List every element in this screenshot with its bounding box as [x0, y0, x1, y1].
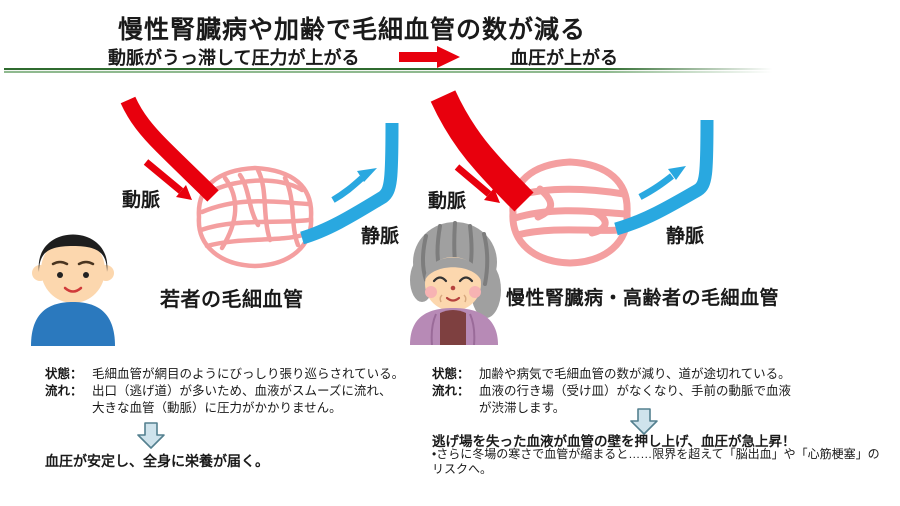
left-flow-text: 出口（逃げ道）が多いため、血液がスムーズに流れ、 大きな血管（動脈）に圧力がかか…: [92, 383, 392, 417]
right-vein-label: 静脈: [666, 226, 705, 247]
right-flow-text: 血液の行き場（受け皿）がなくなり、手前の動脈で血液 が渋滞します。: [479, 383, 791, 417]
right-vessel-diagram: [420, 90, 730, 280]
vein-flow-arrow-icon: [331, 168, 377, 203]
left-artery-label: 動脈: [122, 190, 161, 211]
sparse-capillary-mesh-icon: [509, 158, 631, 267]
dense-capillary-mesh-icon: [196, 165, 314, 269]
left-flow-line2: 大きな血管（動脈）に圧力がかかりません。: [92, 401, 342, 415]
artery-flow-arrow-icon: [454, 164, 500, 203]
left-caption: 若者の毛細血管: [160, 289, 304, 311]
left-vessel-diagram: [100, 90, 410, 280]
vein-vessel-icon: [614, 119, 714, 236]
vein-flow-arrow-icon: [638, 166, 686, 200]
left-down-arrow-icon: [136, 422, 166, 449]
left-flow-label: 流れ：: [45, 384, 83, 398]
right-state-text: 加齢や病気で毛細血管の数が減り、道が途切れている。: [479, 367, 791, 381]
right-conclusion: 逃げ場を失った血液が血管の壁を押し上げ、血圧が急上昇！: [432, 434, 796, 449]
right-flow-line1: 血液の行き場（受け皿）がなくなり、手前の動脈で血液: [479, 384, 792, 398]
artery-flow-arrow-icon: [143, 159, 192, 200]
right-subtitle: 血圧が上がる: [510, 48, 618, 68]
red-right-arrow-icon: [399, 45, 461, 69]
left-vein-label: 静脈: [361, 226, 400, 247]
right-note: •さらに冬場の寒さで血管が縮まると……限界を超えて「脳出血」や「心筋梗塞」のリス…: [432, 447, 880, 476]
right-flow-label: 流れ：: [432, 384, 470, 398]
elderly-woman-icon: [406, 218, 504, 345]
artery-vessel-icon: [430, 90, 534, 212]
right-explanation: 状態： 加齢や病気で毛細血管の数が減り、道が途切れている。 流れ： 血液の行き場…: [432, 366, 887, 417]
right-down-arrow-icon: [629, 408, 659, 435]
right-flow-line2: が渋滞します。: [479, 401, 566, 415]
right-state-label: 状態：: [432, 367, 470, 381]
right-artery-label: 動脈: [428, 191, 467, 212]
left-subtitle: 動脈がうっ滞して圧力が上がる: [108, 48, 360, 68]
artery-vessel-icon: [120, 96, 219, 202]
green-separator: [4, 68, 796, 73]
left-state-text: 毛細血管が網目のようにびっしり張り巡らされている。: [92, 367, 405, 381]
left-conclusion: 血圧が安定し、全身に栄養が届く。: [45, 453, 269, 469]
left-state-label: 状態：: [45, 367, 83, 381]
young-man-icon: [25, 208, 121, 346]
left-explanation: 状態： 毛細血管が網目のようにびっしり張り巡らされている。 流れ： 出口（逃げ道…: [45, 366, 417, 417]
left-flow-line1: 出口（逃げ道）が多いため、血液がスムーズに流れ、: [92, 384, 392, 398]
vein-vessel-icon: [300, 122, 399, 245]
right-caption: 慢性腎臓病・高齢者の毛細血管: [506, 288, 780, 309]
page-title: 慢性腎臓病や加齢で毛細血管の数が減る: [118, 16, 587, 44]
